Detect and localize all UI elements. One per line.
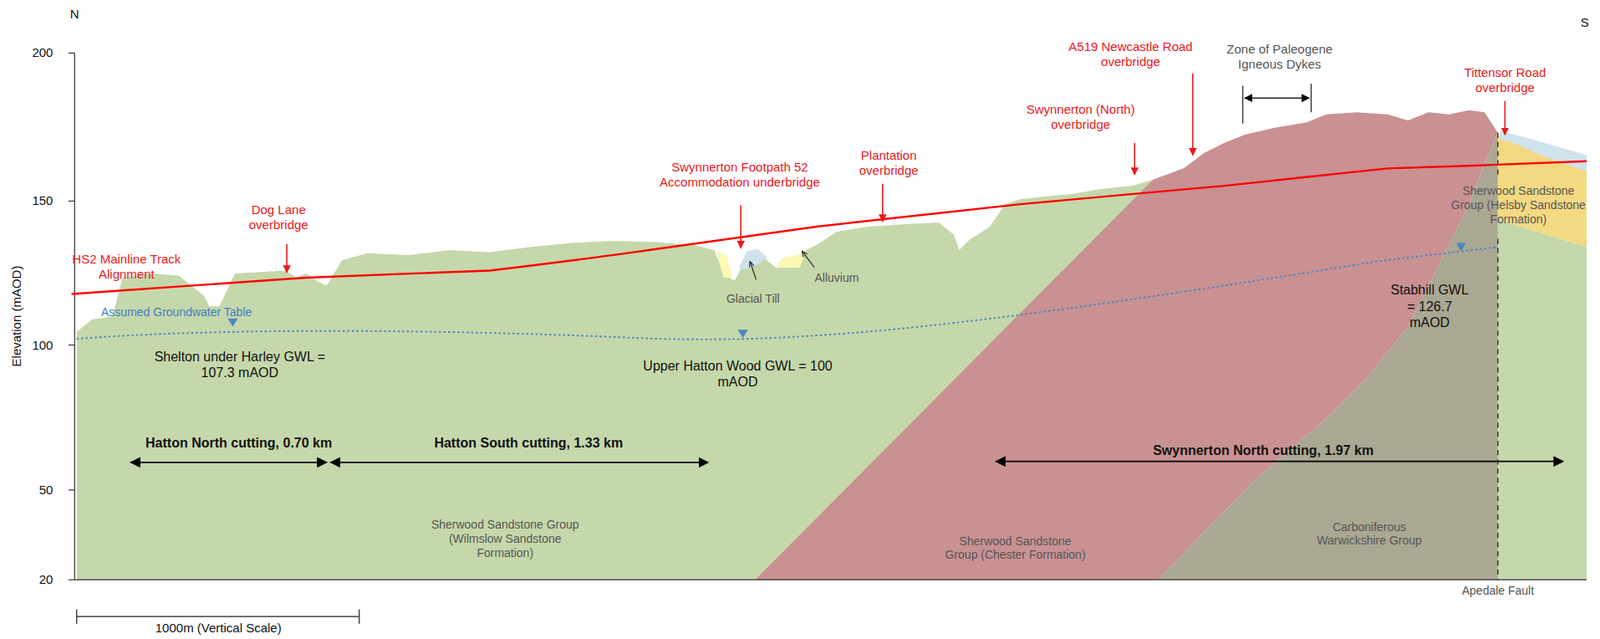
bridge-label: Plantation overbridge [837, 147, 940, 179]
bridge-label: Tittensor Road overbridge [1453, 65, 1556, 96]
glacial-till-patch [738, 249, 768, 270]
scale-bar-tick [76, 609, 77, 624]
cutting-extent [995, 460, 1564, 463]
compass-label: S [1574, 15, 1595, 31]
axis-value: 200 [18, 45, 54, 61]
cutting-extent [331, 461, 709, 464]
warwickshire-group [1157, 132, 1498, 581]
groundwater-table [76, 246, 1499, 340]
apedale-fault [1497, 132, 1499, 176]
leader-line [801, 250, 815, 268]
gwl-label: Stabhill GWL = 126.7 mAOD [1388, 281, 1471, 331]
cutting-extent [130, 461, 327, 464]
bridge-pointer [285, 244, 288, 273]
gwl-label: Upper Hatton Wood GWL = 100 mAOD [635, 357, 840, 390]
gwl-marker [227, 318, 238, 327]
axis-tick [68, 52, 75, 54]
apedale-fault [1497, 239, 1499, 581]
axis-tick [68, 200, 75, 202]
wilmslow-formation-south [1498, 219, 1587, 580]
superficial-cover [1499, 130, 1587, 172]
axis-value: 50 [18, 482, 54, 498]
gwl-marker [738, 329, 749, 338]
bridge-pointer [1134, 142, 1137, 175]
hs2-track [71, 161, 1587, 295]
alluvium-patch [775, 249, 807, 268]
formation-label: Sherwood Sandstone Group (Wilmslow Sands… [428, 517, 582, 560]
bridge-label: Swynnerton Footpath 52 Accommodation und… [647, 159, 832, 190]
gwl-marker [1456, 242, 1467, 251]
axis-tick [68, 344, 75, 346]
x-axis [74, 579, 1587, 581]
chester-formation [754, 110, 1498, 580]
scale-bar-tick [358, 609, 360, 624]
bridge-pointer [1192, 73, 1194, 156]
axis-tick [68, 579, 75, 581]
scale-label: 1000m (Vertical Scale) [106, 620, 332, 636]
bridge-label: Dog Lane overbridge [232, 202, 325, 233]
axis-value: 20 [18, 571, 54, 587]
gwl-label: Shelton under Harley GWL = 107.3 mAOD [137, 348, 342, 381]
bridge-pointer [1504, 101, 1507, 135]
bridge-label: A519 Newcastle Road overbridge [1059, 39, 1203, 70]
fault-label: Apedale Fault [1447, 583, 1550, 598]
geology-note: Zone of Paleogene Igneous Dykes [1212, 41, 1346, 72]
track-label: HS2 Mainline Track Alignment [70, 251, 183, 282]
cutting-label: Swynnerton North cutting, 1.97 km [1141, 442, 1386, 459]
bridge-label: Swynnerton (North) overbridge [1014, 101, 1147, 133]
axis-ticks [68, 52, 75, 580]
dyke-zone-tick [1242, 86, 1244, 124]
glacial-till-patch [716, 250, 734, 278]
scale-bar [76, 616, 360, 617]
dyke-zone-arrow [1244, 96, 1310, 98]
groundwater-label: Assumed Groundwater Table [74, 305, 279, 320]
formation-label: Sherwood Sandstone Group (Helsby Sandsto… [1448, 183, 1588, 226]
axis-value: 150 [18, 193, 54, 209]
axis-title: Elevation (mAOD) [10, 265, 26, 367]
y-axis [74, 52, 76, 580]
compass-label: N [64, 6, 85, 22]
formation-label: Sherwood Sandstone Group (Chester Format… [943, 534, 1087, 563]
bridge-pointer [739, 204, 742, 248]
axis-tick [68, 489, 75, 490]
deposit-label: Glacial Till [702, 291, 805, 306]
leader-line [749, 260, 756, 280]
dyke-zone-tick [1310, 83, 1312, 113]
formation-label: Carboniferous Warwickshire Group [1303, 519, 1437, 549]
cutting-label: Hatton South cutting, 1.33 km [426, 434, 631, 451]
bridge-pointer [881, 183, 884, 222]
deposit-label: Alluvium [800, 270, 872, 286]
cutting-label: Hatton North cutting, 0.70 km [137, 434, 342, 451]
bridge-pointers [286, 73, 1505, 273]
